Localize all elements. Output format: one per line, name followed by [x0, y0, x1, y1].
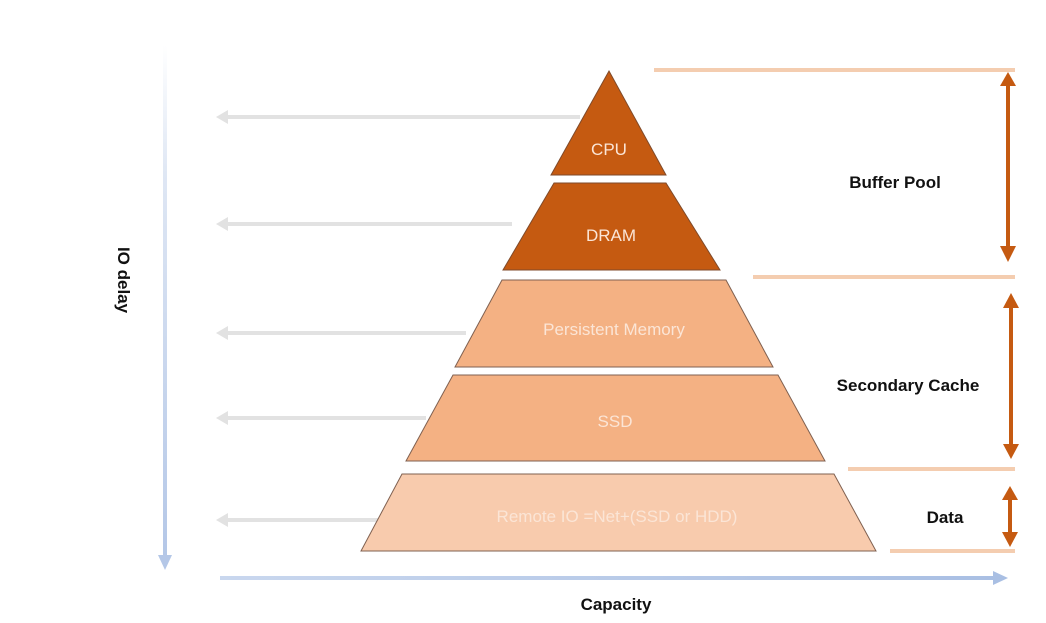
tier-dram-label: DRAM	[586, 226, 636, 245]
tier-persistent-memory-label: Persistent Memory	[543, 320, 685, 339]
tier-persistent-memory-shape	[454, 279, 774, 368]
io-delay-axis-line	[163, 45, 167, 557]
tier-cpu-label: CPU	[591, 140, 627, 159]
delay-arrow	[216, 513, 386, 527]
delay-arrow	[216, 217, 512, 231]
tier-ssd: SSD	[405, 374, 826, 462]
tier-dram: DRAM	[502, 182, 721, 271]
capacity-axis	[220, 571, 1008, 585]
tier-remote-io: Remote IO =Net+(SSD or HDD)	[360, 473, 877, 552]
bracket-line	[753, 275, 1015, 279]
group-label-data: Data	[927, 508, 964, 527]
io-delay-axis	[158, 45, 172, 570]
tier-remote-io-shape	[360, 473, 877, 552]
tier-cpu-shape	[550, 69, 667, 176]
capacity-axis-label: Capacity	[581, 595, 652, 614]
tier-dram-shape	[502, 182, 721, 271]
bracket-line	[848, 467, 1015, 471]
buffer-pool-range-arrow	[1000, 72, 1016, 262]
tier-ssd-label: SSD	[598, 412, 633, 431]
capacity-axis-arrowhead	[993, 571, 1008, 585]
delay-arrow	[216, 110, 580, 124]
secondary-cache-range-arrow	[1003, 293, 1019, 459]
group-label-buffer-pool: Buffer Pool	[849, 173, 941, 192]
tier-persistent-memory: Persistent Memory	[454, 279, 774, 368]
capacity-axis-line	[220, 576, 995, 580]
tier-remote-io-label: Remote IO =Net+(SSD or HDD)	[497, 507, 738, 526]
tier-ssd-shape	[405, 374, 826, 462]
bracket-line	[654, 68, 1015, 72]
io-delay-axis-label: IO delay	[114, 247, 133, 314]
delay-arrow	[216, 326, 466, 340]
data-range-arrow	[1002, 486, 1018, 547]
bracket-line	[890, 549, 1015, 553]
delay-arrow	[216, 411, 426, 425]
io-delay-axis-arrowhead	[158, 555, 172, 570]
group-label-secondary-cache: Secondary Cache	[837, 376, 980, 395]
tier-cpu: CPU	[550, 69, 667, 176]
